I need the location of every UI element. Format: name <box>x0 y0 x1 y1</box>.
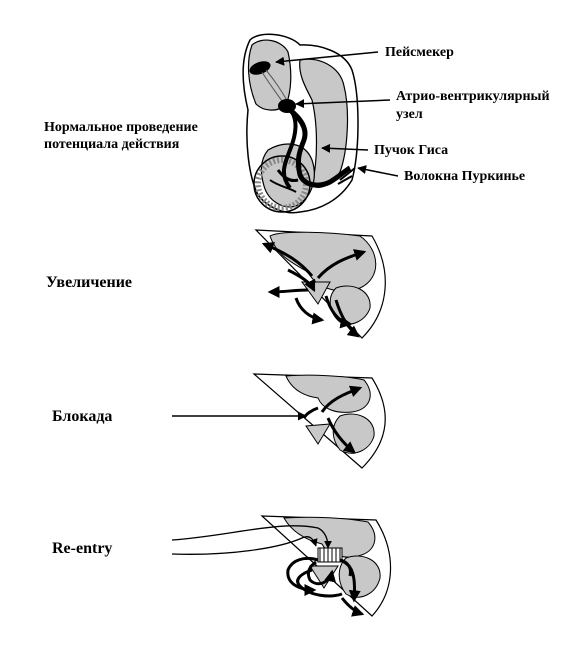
av-node-label-line1: Атрио-вентрикулярный <box>396 89 550 104</box>
purkinje-pointer <box>357 165 399 177</box>
block-panel <box>252 373 386 469</box>
reentry-label: Re-entry <box>52 540 112 557</box>
amplification-label: Увеличение <box>46 274 132 291</box>
reentry-pointer-2 <box>171 536 318 555</box>
bundle-his-pointer <box>321 143 369 153</box>
av-node-label-line2: узел <box>396 107 423 122</box>
reentry-pointer-1 <box>171 525 332 549</box>
block-label: Блокада <box>52 408 112 425</box>
reentry-panel <box>260 515 392 617</box>
pacemaker-label: Пейсмекер <box>385 45 454 60</box>
pacemaker-pointer <box>275 51 379 66</box>
bundle-his-label: Пучок Гиса <box>374 143 448 158</box>
amplification-panel <box>254 229 386 339</box>
purkinje-label: Волокна Пуркинье <box>404 169 525 184</box>
av-node-pointer <box>295 99 391 109</box>
heart-illustration <box>242 33 359 214</box>
normal-conduction-label-line1: Нормальное проведение <box>44 120 198 135</box>
normal-conduction-label-line2: потенциала действия <box>44 137 180 152</box>
